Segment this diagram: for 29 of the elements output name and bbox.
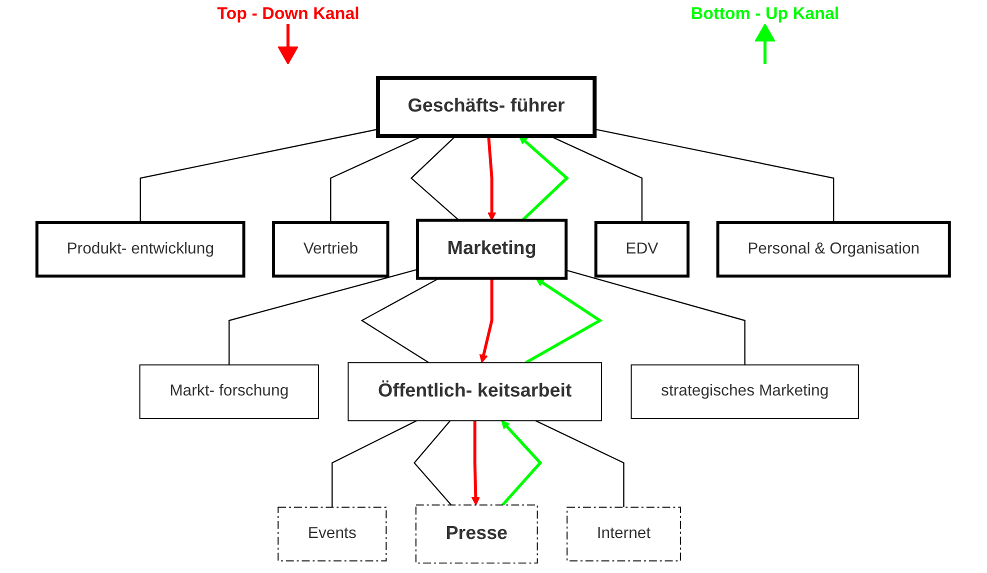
connector xyxy=(414,420,452,506)
connector xyxy=(410,136,460,221)
connector xyxy=(536,420,625,508)
arrow xyxy=(480,278,494,364)
connector xyxy=(594,128,835,223)
connector xyxy=(228,268,418,365)
connector xyxy=(332,420,418,508)
node-box: EDV xyxy=(594,221,690,278)
connector xyxy=(361,278,440,364)
arrow xyxy=(525,278,604,364)
legend-label: Bottom - Up Kanal xyxy=(690,4,840,24)
arrow xyxy=(519,136,570,222)
legend-label: Top - Down Kanal xyxy=(217,4,360,24)
node-box: strategisches Marketing xyxy=(631,364,860,419)
arrow xyxy=(487,136,497,221)
node-box: Personal & Organisation xyxy=(716,221,952,278)
node-box: Presse xyxy=(416,504,538,564)
connector xyxy=(140,128,378,223)
node-box: Produkt- entwicklung xyxy=(36,221,246,278)
arrow xyxy=(501,420,543,506)
connector xyxy=(566,270,746,365)
node-box: Vertrieb xyxy=(272,221,390,278)
node-box: Events xyxy=(278,506,387,562)
node-box: Geschäfts- führer xyxy=(376,76,597,138)
arrow xyxy=(472,420,480,506)
node-box: Markt- forschung xyxy=(140,364,320,419)
node-box: Öffentlich- keitsarbeit xyxy=(348,362,602,422)
node-box: Internet xyxy=(566,506,682,562)
node-box: Marketing xyxy=(416,218,568,280)
